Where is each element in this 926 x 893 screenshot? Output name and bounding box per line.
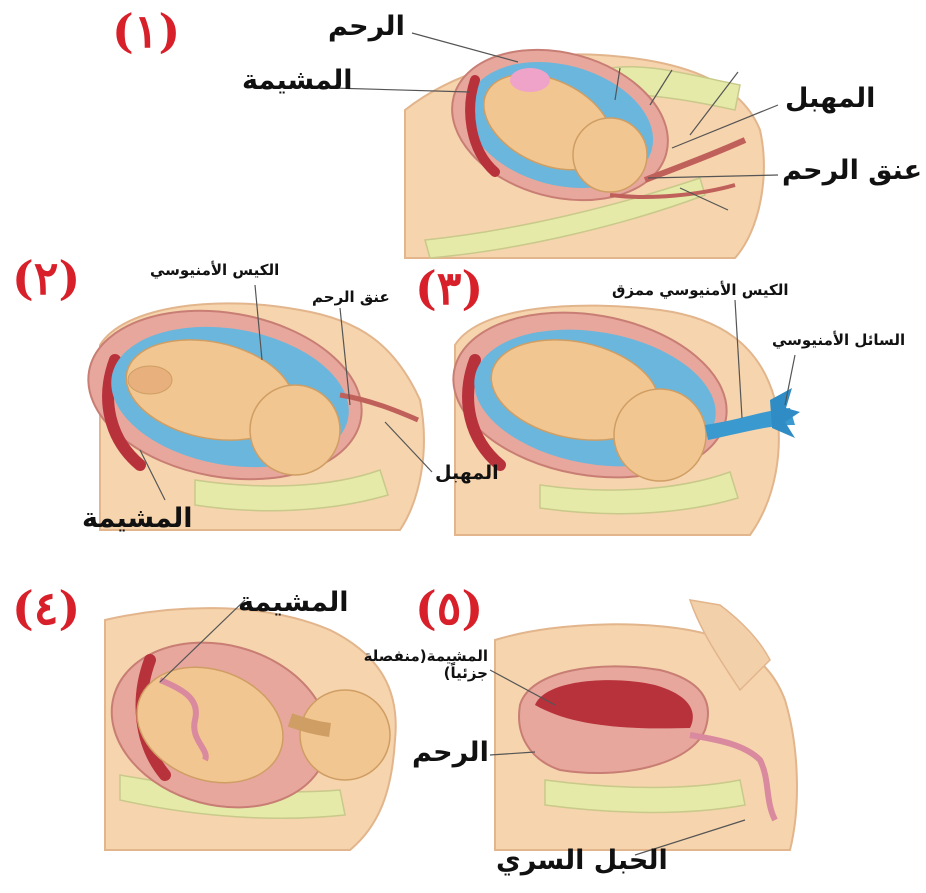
stage-number-5: (٥) <box>415 585 483 631</box>
stage-number-4: (٤) <box>12 585 80 631</box>
label-vagina-2: المهبل <box>435 463 499 484</box>
label-vagina-1: المهبل <box>785 84 875 114</box>
label-cervix-1: عنق الرحم <box>782 156 922 186</box>
label-amniotic-sac-2: الكيس الأمنيوسي <box>150 262 279 279</box>
panel-1-illustration <box>332 27 778 258</box>
stage-number-2: (٢) <box>12 255 80 301</box>
label-placenta-2: المشيمة <box>82 504 192 534</box>
panel-4-illustration <box>93 600 396 850</box>
label-amniotic-fluid-3: السائل الأمنيوسي <box>772 332 905 349</box>
label-uterus-5: الرحم <box>412 738 489 768</box>
stage-number-3: (٣) <box>415 265 483 311</box>
label-umbilical-cord-5: الحبل السري <box>496 846 668 876</box>
label-placenta-4: المشيمة <box>238 588 348 618</box>
panel-2-illustration <box>75 285 432 530</box>
panel-5-illustration <box>490 600 797 855</box>
label-uterus-1: الرحم <box>328 12 405 42</box>
label-torn-amniotic-sac-3: الكيس الأمنيوسي ممزق <box>612 282 789 299</box>
label-placenta-1: المشيمة <box>242 66 352 96</box>
stage-number-1: (١) <box>112 8 180 54</box>
label-placenta-detached-5: المشيمة(منفصلة جزئياً) <box>360 648 488 681</box>
label-cervix-2: عنق الرحم <box>312 289 390 306</box>
panel-3-illustration <box>440 292 800 535</box>
